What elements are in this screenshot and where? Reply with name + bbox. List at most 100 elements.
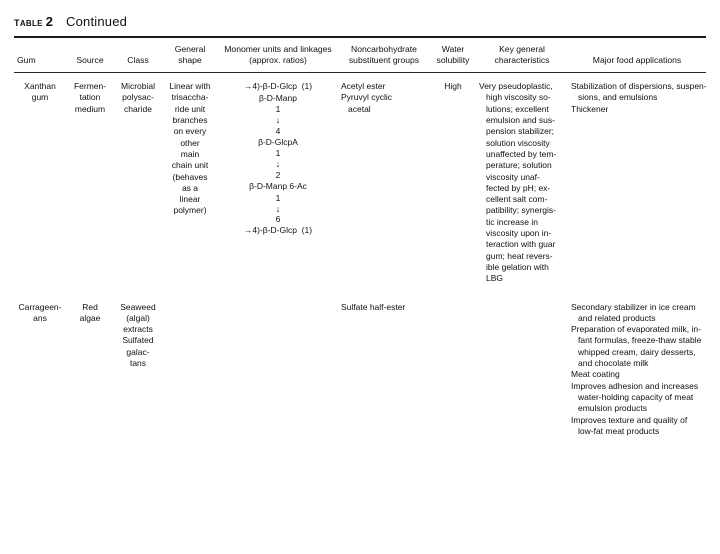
- column-header-line: substituent groups: [348, 55, 420, 66]
- linkage-arrow: ↓: [275, 203, 281, 214]
- table-caption: Table 2 Continued: [14, 14, 706, 32]
- monomer-unit: β-D-Manp 6-Ac: [249, 180, 307, 191]
- cell-line: charide: [124, 103, 152, 114]
- cell-line: solution viscosity: [486, 137, 550, 148]
- column-header-apps: Major food applications: [568, 38, 706, 73]
- cell-line: Thickener: [571, 103, 609, 114]
- column-header-monomer: Monomer units and linkages(approx. ratio…: [218, 38, 338, 73]
- cell-line: Preparation of evaporated milk, in-: [571, 324, 701, 335]
- cell-line: and chocolate milk: [578, 358, 649, 369]
- column-header-line: Key general: [499, 44, 545, 55]
- cell-noncarbohydrate-substituents: Sulfate half-ester: [338, 295, 430, 438]
- table-number: 2: [45, 14, 54, 29]
- table-continued-label: Continued: [66, 14, 128, 29]
- cell-line: Red: [82, 301, 98, 312]
- cell-line: teraction with guar: [486, 239, 556, 250]
- column-header-line: solubility: [436, 55, 470, 66]
- cell-line: cellent salt com-: [486, 194, 548, 205]
- cell-line: (algal): [126, 312, 150, 323]
- cell-line: trisaccha-: [171, 92, 209, 103]
- cell-line: gum; heat revers-: [486, 250, 553, 261]
- cell-line: perature; solution: [486, 160, 552, 171]
- cell-line: ride unit: [174, 103, 206, 114]
- cell-line: medium: [74, 103, 106, 114]
- cell-line: and related products: [578, 312, 656, 323]
- cell-gum: Carrageen-ans: [14, 295, 66, 438]
- cell-line: lutions; excellent: [486, 103, 549, 114]
- cell-line: algae: [79, 312, 101, 323]
- table-label: Table: [14, 14, 43, 29]
- cell-line: as a: [181, 182, 199, 193]
- cell-line: whipped cream, dairy desserts,: [578, 346, 696, 357]
- monomer-unit: β-D-GlcpA: [258, 136, 298, 147]
- linkage-arrow: ↓: [275, 159, 281, 170]
- table-page: Table 2 Continued GumSourceClassGenerals…: [0, 14, 720, 554]
- cell-line: Stabilization of dispersions, suspen-: [571, 81, 707, 92]
- cell-line: Xanthan: [24, 81, 56, 92]
- cell-line: LBG: [486, 273, 504, 284]
- cell-line: low-fat meat products: [578, 425, 660, 436]
- cell-line: ible gelation with: [486, 261, 549, 272]
- cell-line: main: [180, 148, 200, 159]
- cell-line: unaffected by tem-: [486, 148, 557, 159]
- cell-water-solubility: High: [430, 72, 476, 285]
- cell-line: tans: [129, 358, 147, 369]
- column-header-line: (approx. ratios): [249, 55, 307, 66]
- cell-line: fected by pH; ex-: [486, 182, 551, 193]
- cell-line: chain unit: [171, 160, 209, 171]
- column-header-line: Major food applications: [592, 55, 682, 66]
- monomer-unit: →4)-β-D-Glcp (1): [243, 225, 313, 236]
- cell-shape: [162, 295, 218, 438]
- cell-line: emulsion products: [578, 403, 647, 414]
- linkage-position: 1: [275, 192, 281, 203]
- column-header-line: Monomer units and linkages: [224, 44, 332, 55]
- column-header-gum: Gum: [14, 38, 66, 73]
- cell-line: gum: [31, 92, 49, 103]
- rule-top: [14, 36, 706, 39]
- column-header-line: General: [174, 44, 206, 55]
- cell-line: Improves texture and quality of: [571, 414, 688, 425]
- cell-line: emulsion and sus-: [486, 115, 555, 126]
- cell-key-characteristics: [476, 295, 568, 438]
- cell-line: branches: [172, 115, 208, 126]
- monomer-unit: →4)-β-D-Glcp (1): [243, 81, 313, 92]
- cell-line: other: [180, 137, 200, 148]
- cell-line: Sulfated: [122, 335, 154, 346]
- row-spacer: [14, 285, 706, 295]
- cell-line: linear: [179, 194, 201, 205]
- cell-line: Sulfate half-ester: [341, 301, 406, 312]
- cell-line: Very pseudoplastic,: [479, 81, 553, 92]
- linkage-position: 6: [275, 214, 281, 225]
- cell-line: viscosity upon in-: [486, 228, 552, 239]
- cell-line: Microbial: [120, 81, 155, 92]
- cell-line: polysac-: [122, 92, 154, 103]
- monomer-unit: β-D-Manp: [259, 92, 297, 103]
- cell-line: sions, and emulsions: [578, 92, 658, 103]
- cell-line: Seaweed: [120, 301, 156, 312]
- cell-line: high viscosity so-: [486, 92, 551, 103]
- column-header-line: Water: [441, 44, 465, 55]
- cell-line: Pyruvyl cyclic: [341, 92, 393, 103]
- cell-line: Acetyl ester: [341, 81, 386, 92]
- cell-line: galac-: [126, 346, 150, 357]
- cell-line: acetal: [348, 103, 371, 114]
- column-header-line: Source: [76, 55, 104, 66]
- column-header-source: Source: [66, 38, 114, 73]
- cell-line: patibility; synergis-: [486, 205, 556, 216]
- linkage-position: 4: [275, 125, 281, 136]
- linkage-position: 1: [275, 148, 281, 159]
